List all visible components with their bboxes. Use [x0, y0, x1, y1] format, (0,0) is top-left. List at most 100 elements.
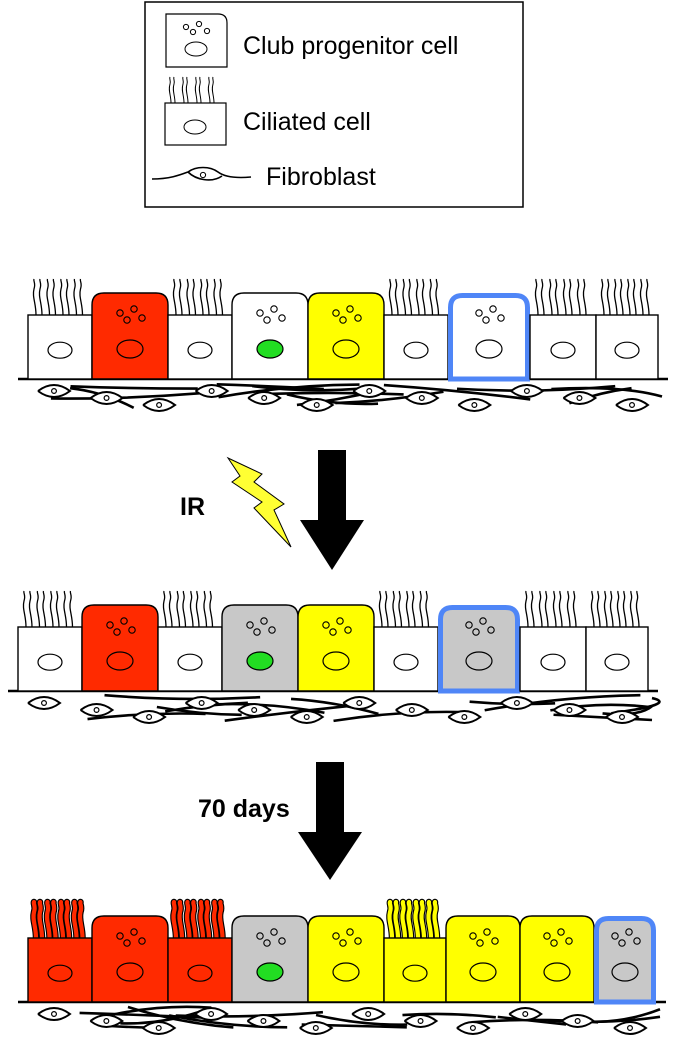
cilium [609, 590, 614, 628]
cilium [213, 278, 218, 316]
nucleus [550, 341, 576, 359]
cilium [192, 278, 197, 316]
cilium [184, 899, 192, 941]
fibroblast-nucleus [522, 1010, 529, 1017]
cilium [195, 590, 200, 628]
cilium [582, 278, 587, 316]
cilium [73, 278, 78, 316]
cell-body [297, 604, 375, 692]
cilium [203, 590, 208, 628]
secretory-granule [268, 626, 276, 634]
club-cell [519, 915, 595, 1003]
fibroblast-process [286, 393, 379, 406]
nucleus [604, 653, 630, 671]
secretory-granule [123, 939, 131, 947]
cilium [392, 590, 397, 628]
cilium [211, 899, 219, 941]
fibroblast-process [252, 384, 360, 392]
cilium [566, 590, 571, 628]
cilium [384, 590, 389, 628]
arrow-ir [300, 450, 364, 570]
fibroblast-nucleus [198, 699, 205, 706]
cilium [540, 278, 545, 316]
cell-body [519, 626, 587, 692]
nucleus [47, 341, 73, 359]
fibroblast-process [216, 383, 324, 391]
nucleus [403, 341, 429, 359]
fibroblast-process [70, 384, 198, 390]
cilium [77, 899, 85, 941]
secretory-granule [543, 932, 551, 940]
fibroblast-nucleus [626, 1024, 633, 1031]
fibroblast-process [224, 704, 351, 723]
ciliated-cell-legend-label: Ciliated cell [243, 108, 371, 136]
fibroblast-nucleus [303, 713, 310, 720]
cilium [171, 899, 179, 941]
cilium [635, 590, 640, 628]
cilium [59, 278, 64, 316]
cilium [596, 590, 601, 628]
ciliated-cell [27, 898, 93, 1003]
cilium [168, 590, 173, 628]
secretory-granule [550, 939, 558, 947]
cilium [432, 899, 440, 941]
cilium [421, 278, 426, 316]
cilium [548, 278, 553, 316]
cilium [411, 590, 416, 628]
secretory-granule [497, 314, 505, 322]
secretory-granule [339, 939, 347, 947]
fibroblast-process [271, 391, 404, 396]
club-cell-legend-label: Club progenitor cell [243, 32, 458, 60]
cilium [64, 899, 72, 941]
cilium [402, 278, 407, 316]
secretory-granule [270, 305, 278, 313]
secretory-granule [332, 932, 340, 940]
fibroblast-process [120, 1009, 203, 1025]
nucleus [116, 339, 144, 359]
fibroblast-nucleus [155, 1024, 162, 1031]
cilium [400, 899, 408, 941]
cilium [406, 899, 414, 941]
cilium [186, 278, 191, 316]
club-cell [221, 604, 299, 692]
cilium [639, 278, 644, 316]
secretory-granule [339, 316, 347, 324]
fibroblast-nucleus [260, 1017, 267, 1024]
nucleus [256, 339, 284, 359]
secretory-granule [138, 937, 146, 945]
cilium [415, 278, 420, 316]
cilium [524, 590, 529, 628]
nucleus [177, 653, 203, 671]
secretory-granule [123, 316, 131, 324]
cilium [178, 278, 183, 316]
cilium [65, 278, 70, 316]
secretory-granule [278, 314, 286, 322]
secretory-granule [489, 305, 497, 313]
fibroblast-process [551, 386, 663, 398]
fibroblast-nucleus [40, 699, 47, 706]
fibroblast-nucleus [313, 402, 320, 409]
cell-body [91, 292, 169, 380]
secretory-granule [260, 617, 268, 625]
ciliated-cell-legend-icon [164, 76, 227, 146]
fibroblast-process [113, 1005, 212, 1016]
epithelium-row-after-ir [8, 590, 661, 724]
nucleus [393, 653, 419, 671]
cilium [204, 899, 212, 941]
cilium [387, 899, 395, 941]
fibroblast-process [315, 1013, 408, 1026]
cilium [209, 590, 214, 628]
secretory-granule [270, 928, 278, 936]
cilium [534, 278, 539, 316]
fibroblast-process [175, 1010, 324, 1018]
ciliated-cell [529, 278, 597, 380]
secretory-granule [354, 314, 362, 322]
lightning-icon [226, 456, 292, 548]
cell-body [307, 292, 385, 380]
club-cell [81, 604, 159, 692]
fibroblast-nucleus [408, 706, 415, 713]
ciliated-cell [383, 898, 447, 1003]
cell-body [231, 292, 309, 380]
cilium [190, 899, 198, 941]
cilium [217, 899, 225, 941]
